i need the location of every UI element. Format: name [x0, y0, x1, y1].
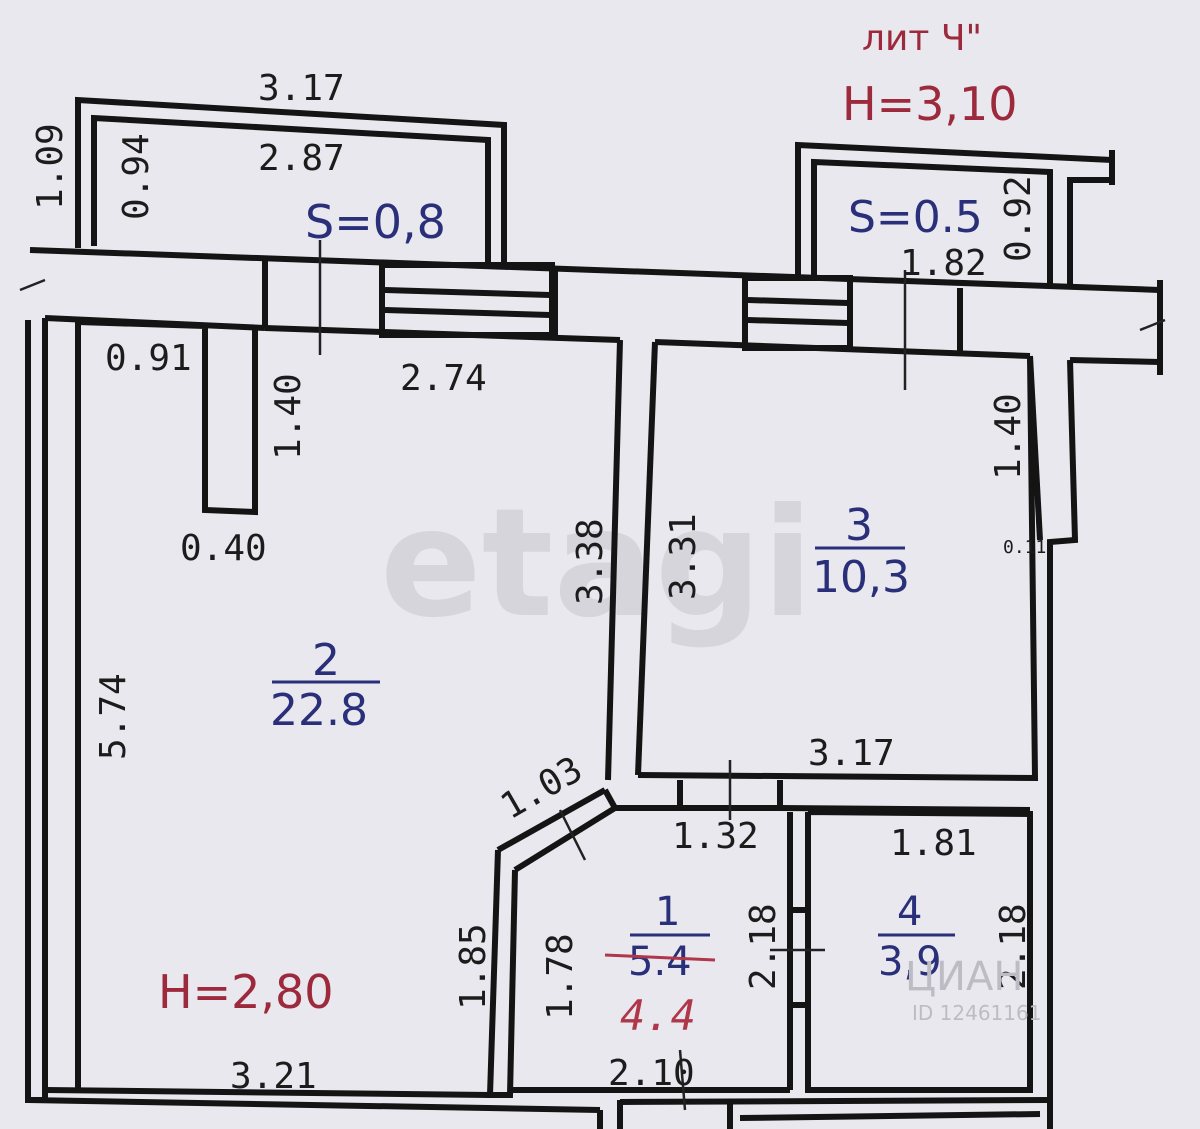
balcony-right-depth: 0.92	[998, 175, 1039, 262]
balcony-left-inner-depth: 0.94	[116, 133, 157, 220]
balcony-left-inner-width: 2.87	[258, 138, 345, 179]
balcony-right-area: S=0.5	[848, 192, 983, 243]
walls	[25, 96, 1163, 1129]
room-4-number: 4	[897, 889, 922, 935]
watermark-cian: ЦИАН	[905, 954, 1023, 1000]
room-1-area-corrected: 4.4	[620, 991, 696, 1040]
balcony-left-area: S=0,8	[305, 195, 446, 249]
dim-317-bottom: 3.17	[808, 733, 895, 774]
dim-218-b: 2.18	[993, 903, 1034, 990]
dim-132: 1.32	[672, 816, 759, 857]
dim-178: 1.78	[540, 933, 581, 1020]
dim-338: 3.38	[570, 518, 611, 605]
balcony-left-outer-depth: 1.09	[30, 123, 71, 210]
dim-331: 3.31	[663, 513, 704, 600]
watermark-id: ID 12461161	[912, 1001, 1041, 1025]
dim-181: 1.81	[890, 823, 977, 864]
dim-140-right: 1.40	[988, 393, 1029, 480]
dim-140-left: 1.40	[268, 373, 309, 460]
room-3-area: 10,3	[812, 552, 910, 603]
balcony-left-outer-width: 3.17	[258, 68, 345, 109]
dim-210: 2.10	[608, 1053, 695, 1094]
watermark-etagi: etagi	[380, 477, 813, 651]
dim-040: 0.40	[180, 528, 267, 569]
room-1-number: 1	[655, 889, 680, 935]
room-1-area: 5.4	[628, 939, 692, 985]
dim-185: 1.85	[453, 923, 494, 1010]
height-bottom-label: H=2,80	[158, 965, 334, 1019]
dim-274: 2.74	[400, 358, 487, 399]
room-3-number: 3	[845, 500, 873, 551]
dimension-lines	[19, 240, 1166, 1111]
dim-321: 3.21	[230, 1056, 317, 1097]
room-2-area: 22.8	[270, 685, 368, 736]
balcony-right-width: 1.82	[900, 243, 987, 284]
dim-103: 1.03	[494, 749, 590, 828]
height-top-label: H=3,10	[842, 77, 1018, 131]
dim-011: 0.11	[1003, 537, 1046, 558]
lit-label: лит Ч"	[862, 18, 982, 59]
dim-574: 5.74	[93, 673, 134, 760]
dim-091: 0.91	[105, 338, 192, 379]
dim-218-a: 2.18	[743, 903, 784, 990]
room-4-area: 3,9	[878, 939, 942, 985]
room-2-number: 2	[312, 635, 340, 686]
